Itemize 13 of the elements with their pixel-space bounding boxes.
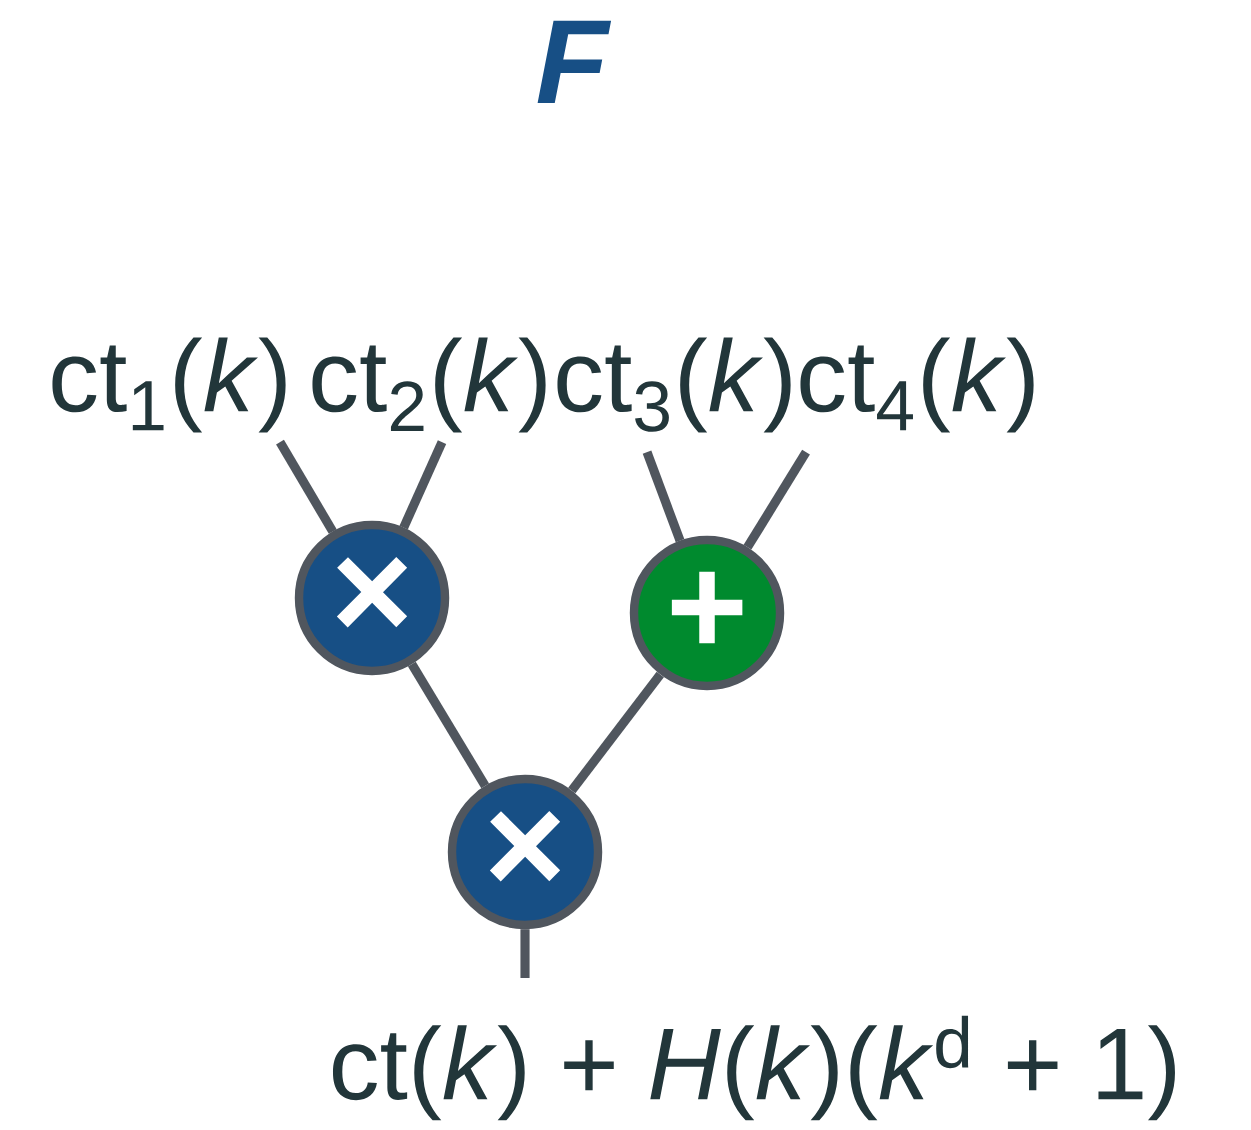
expression-label: ct$_{2}$(k) bbox=[312, 337, 546, 433]
connector-line bbox=[520, 929, 530, 978]
connector-line bbox=[642, 450, 685, 543]
connector-line bbox=[743, 449, 810, 550]
expression-label: ct$_{1}$(k) bbox=[52, 337, 286, 433]
connector-line bbox=[399, 440, 447, 530]
connector-line bbox=[568, 671, 664, 794]
expression-label: ct(k) + H(k)(k$^{d}$ + 1) bbox=[332, 1015, 1175, 1121]
title: F bbox=[537, 20, 612, 104]
expression-label: ct$_{3}$(k) bbox=[557, 337, 791, 433]
connector-line bbox=[407, 661, 490, 789]
expression-label: ct$_{4}$(k) bbox=[800, 337, 1034, 433]
connector-line bbox=[276, 439, 337, 534]
